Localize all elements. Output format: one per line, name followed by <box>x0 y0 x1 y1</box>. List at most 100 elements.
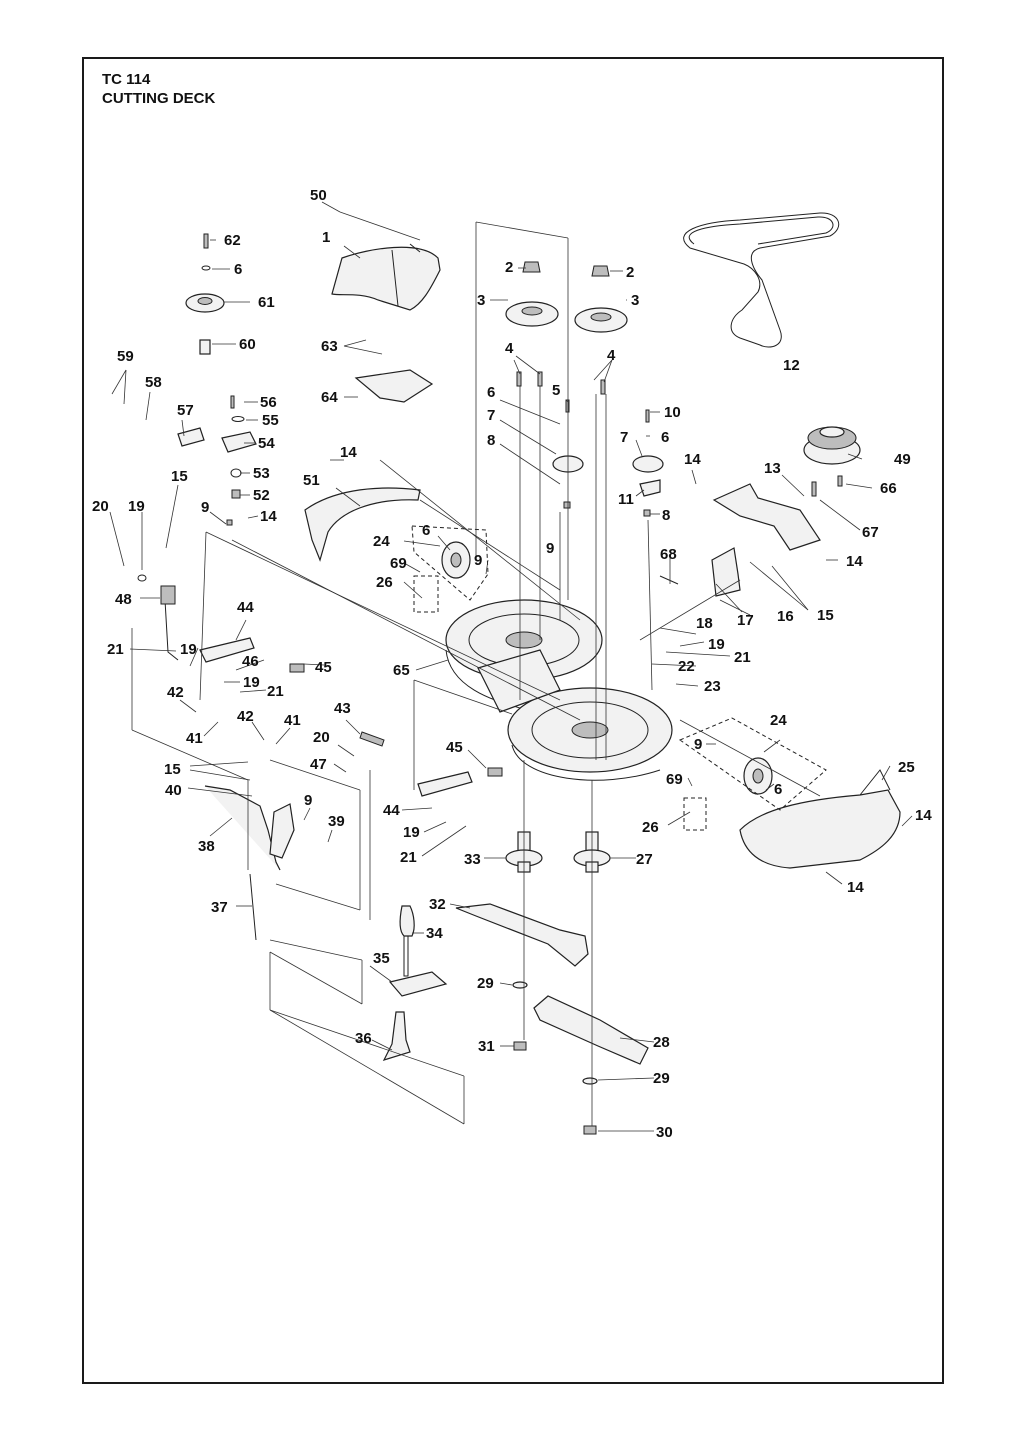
callout-7-right: 7 <box>620 429 628 446</box>
callout-20-mid: 20 <box>313 729 330 746</box>
callout-57: 57 <box>177 402 194 419</box>
callout-26-left: 26 <box>376 574 393 591</box>
washer-right <box>582 1077 598 1085</box>
callout-34: 34 <box>426 925 443 942</box>
callout-labels: 50 1 2 2 3 3 4 4 5 6 7 8 9 10 7 6 11 8 1… <box>92 187 932 1141</box>
callout-30: 30 <box>656 1124 673 1141</box>
callout-68: 68 <box>660 546 677 563</box>
model-code: TC 114 <box>102 71 151 88</box>
callout-61: 61 <box>258 294 275 311</box>
callout-56: 56 <box>260 394 277 411</box>
hardware-fasteners <box>137 371 843 777</box>
callout-4-right: 4 <box>607 347 616 364</box>
discharge-chute <box>739 789 901 869</box>
callout-21-right: 21 <box>734 649 751 666</box>
callout-42-left: 42 <box>167 684 184 701</box>
callout-8-right: 8 <box>662 507 670 524</box>
callout-24-left: 24 <box>373 533 390 550</box>
lift-arm-front <box>199 637 255 663</box>
callout-14-chute: 14 <box>915 807 932 824</box>
callout-33: 33 <box>464 851 481 868</box>
lift-arm-rear <box>417 771 473 797</box>
callout-9-lower: 9 <box>304 792 312 809</box>
callout-16: 16 <box>777 608 794 625</box>
wheel-assembly-outline-right <box>678 717 827 811</box>
callout-48: 48 <box>115 591 132 608</box>
blade-left <box>455 903 589 967</box>
callout-39: 39 <box>328 813 345 830</box>
callout-62: 62 <box>224 232 241 249</box>
lift-lever <box>382 1011 411 1061</box>
wheel-kit-outline-right <box>683 797 707 831</box>
callout-63: 63 <box>321 338 338 355</box>
height-plate <box>388 971 448 997</box>
callout-19-lower: 19 <box>403 824 420 841</box>
callout-4-left: 4 <box>505 340 514 357</box>
callout-10: 10 <box>664 404 681 421</box>
callout-45-lower: 45 <box>446 739 463 756</box>
washer-left <box>512 981 528 989</box>
callout-19-arm: 19 <box>180 641 197 658</box>
gauge-wheel-left <box>441 541 471 579</box>
callout-31: 31 <box>478 1038 495 1055</box>
callout-2-left: 2 <box>505 259 513 276</box>
callout-28: 28 <box>653 1034 670 1051</box>
callout-15-right: 15 <box>817 607 834 624</box>
drive-belt <box>683 212 840 348</box>
callout-1: 1 <box>322 229 330 246</box>
callout-54: 54 <box>258 435 275 452</box>
idler-pulley-deck-right <box>632 455 664 473</box>
callout-14-bottom: 14 <box>847 879 864 896</box>
callout-14-top: 14 <box>340 444 357 461</box>
callout-51: 51 <box>303 472 320 489</box>
callout-11: 11 <box>618 491 634 508</box>
callout-9-right: 9 <box>694 736 702 753</box>
nut-left <box>513 1041 527 1051</box>
callout-37: 37 <box>211 899 228 916</box>
callout-43: 43 <box>334 700 351 717</box>
callout-44-lower: 44 <box>383 802 400 819</box>
blade-right <box>533 995 649 1065</box>
callout-29-right: 29 <box>653 1070 670 1087</box>
callout-21-mid: 21 <box>267 683 284 700</box>
callout-14-clutch: 14 <box>684 451 701 468</box>
callout-66: 66 <box>880 480 897 497</box>
gauge-wheel-right <box>743 757 773 795</box>
callout-53: 53 <box>253 465 270 482</box>
callout-69-left: 69 <box>390 555 407 572</box>
callout-6-right: 6 <box>661 429 669 446</box>
callout-12: 12 <box>783 357 800 374</box>
lift-shaft <box>204 785 281 871</box>
callout-52: 52 <box>253 487 270 504</box>
wheel-kit-outline-left <box>413 575 439 613</box>
callout-9-wheel-left: 9 <box>474 552 482 569</box>
callout-7-left: 7 <box>487 407 495 424</box>
callout-69-right: 69 <box>666 771 683 788</box>
clutch-bracket <box>712 483 821 551</box>
callout-20-left: 20 <box>92 498 109 515</box>
callout-26-right: 26 <box>642 819 659 836</box>
callout-65: 65 <box>393 662 410 679</box>
belt-cover <box>331 246 441 311</box>
callout-41-right: 41 <box>284 712 301 729</box>
callout-9-deck: 9 <box>546 540 554 557</box>
callout-19-left: 19 <box>128 498 145 515</box>
electric-clutch <box>803 426 861 497</box>
callout-9-left: 9 <box>201 499 209 516</box>
callout-44-top: 44 <box>237 599 254 616</box>
belt-guard-bracket <box>354 369 434 403</box>
callout-40: 40 <box>165 782 182 799</box>
callout-41-left: 41 <box>186 730 203 747</box>
callout-32: 32 <box>429 896 446 913</box>
leader-lines <box>109 201 913 1132</box>
callout-19-right: 19 <box>708 636 725 653</box>
callout-46: 46 <box>242 653 259 670</box>
callout-17: 17 <box>737 612 754 629</box>
callout-67: 67 <box>862 524 879 541</box>
diagram-frame <box>82 57 944 1384</box>
parts-drawing <box>137 212 901 1135</box>
callout-19-mid: 19 <box>243 674 260 691</box>
callout-47: 47 <box>310 756 327 773</box>
spring <box>359 731 385 747</box>
